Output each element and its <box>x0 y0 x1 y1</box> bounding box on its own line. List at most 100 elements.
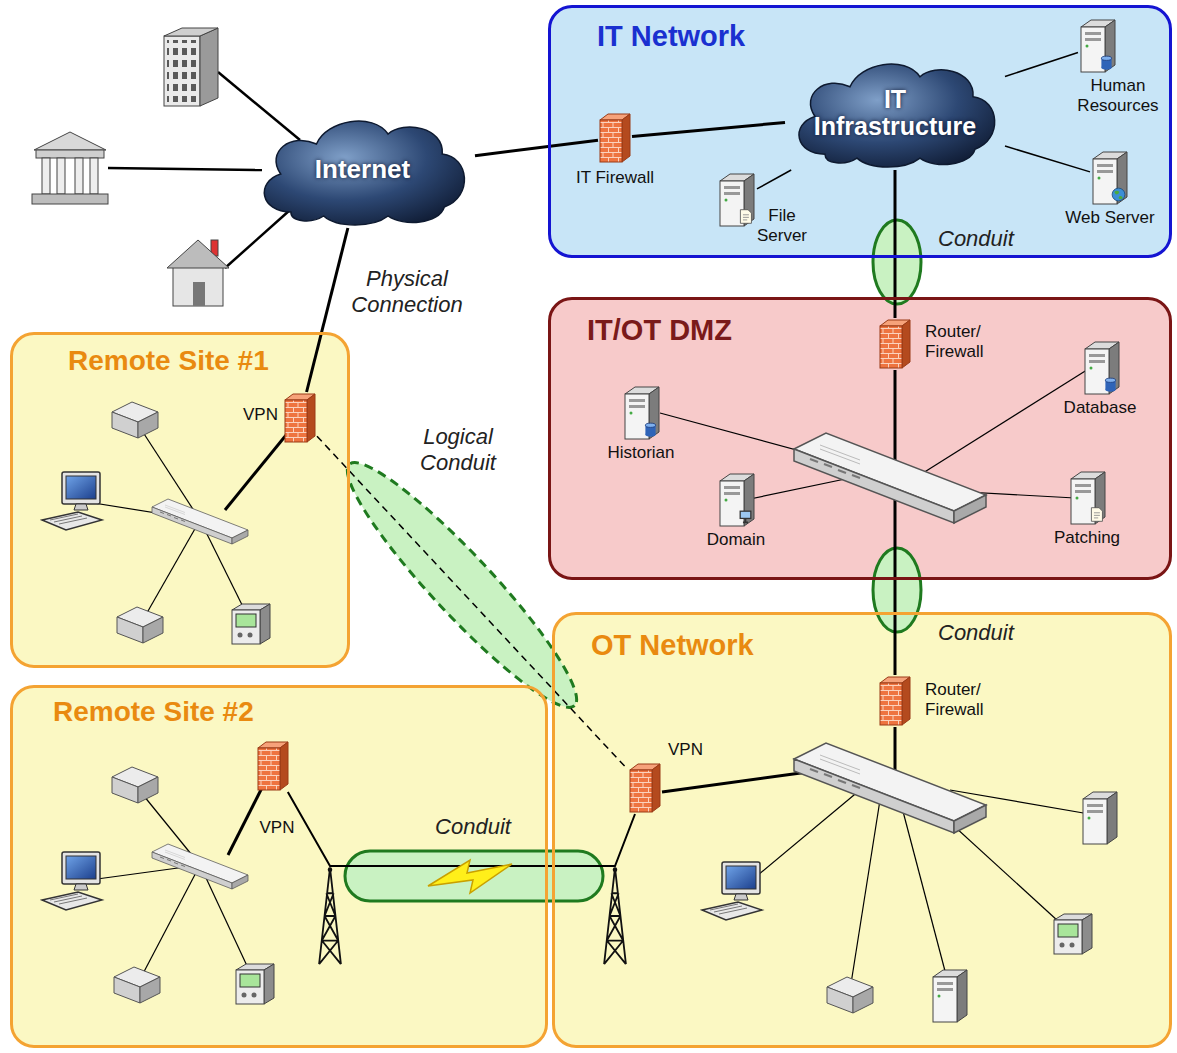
device-label: VPN <box>257 818 297 838</box>
text-holder: VPN <box>668 740 718 760</box>
text-holder: Physical Connection <box>347 266 467 319</box>
server-body <box>1071 472 1105 524</box>
firewall-icon: Router/ Firewall <box>878 318 912 370</box>
ot-device-links <box>740 790 1095 990</box>
meter-device <box>1054 914 1092 954</box>
icon-art <box>1082 340 1122 396</box>
firewall-bricks <box>600 114 630 162</box>
region-fill <box>554 614 1171 1047</box>
site1-device-links <box>75 420 251 625</box>
bank-building <box>32 132 108 204</box>
text-holder: IT Network <box>597 20 745 53</box>
icon-art <box>628 762 662 814</box>
house-building <box>167 240 229 306</box>
zone-region: Remote Site #2 VPN <box>10 685 548 1048</box>
firewall-icon: Router/ Firewall <box>878 675 912 727</box>
text-holder: Domain <box>686 530 786 550</box>
connection-note: Conduit <box>428 814 518 840</box>
network-switch <box>152 499 248 544</box>
server-icon: Domain <box>717 472 757 528</box>
cloud-outline <box>799 64 995 167</box>
conduit-oval <box>345 851 603 901</box>
server-emblem <box>1091 508 1102 522</box>
zone-region: IT/OT DMZ Router/ FirewallDatabaseHistori… <box>548 297 1172 580</box>
connection-note: Physical Connection <box>347 266 467 319</box>
server-icon: Web Server <box>1090 150 1130 206</box>
region-fill <box>550 299 1171 579</box>
firewall-bricks <box>630 764 660 812</box>
office-building <box>164 28 218 106</box>
network-link <box>307 228 348 392</box>
server-tower <box>1083 792 1117 844</box>
text-holder: Human Resources <box>1070 76 1166 117</box>
server-emblem <box>1112 188 1125 201</box>
text-holder: Router/ Firewall <box>925 680 1000 721</box>
server-icon: Patching <box>1068 470 1108 526</box>
device-label: Patching <box>1037 528 1137 548</box>
zone-title: OT Network <box>591 629 754 662</box>
cloud-outline <box>264 121 464 225</box>
icon-art <box>1068 470 1108 526</box>
network-link <box>1005 146 1090 172</box>
network-link <box>1005 53 1078 77</box>
logical-conduit-oval <box>328 444 597 726</box>
meter-device <box>232 604 270 644</box>
region-fills <box>12 7 1171 1047</box>
device-label: Historian <box>591 443 691 463</box>
server-emblem <box>740 511 752 523</box>
text-holder: Conduit <box>938 620 1028 646</box>
workstation <box>42 852 102 910</box>
region-fill <box>12 687 547 1047</box>
server-body <box>720 174 754 226</box>
zone-title: IT/OT DMZ <box>587 314 732 347</box>
device-label: VPN <box>668 740 718 760</box>
link-line <box>225 210 290 268</box>
device-label: Database <box>1050 398 1150 418</box>
link-line <box>662 772 808 792</box>
network-link <box>475 140 598 156</box>
network-link <box>757 170 791 189</box>
server-tower <box>933 970 967 1022</box>
connection-note: Conduit <box>938 620 1028 646</box>
server-emblem <box>645 423 655 437</box>
field-device <box>827 977 873 1013</box>
firewall-icon: VPN <box>628 762 662 814</box>
connection-note: Logical Conduit <box>403 424 513 477</box>
icon-art <box>717 172 757 228</box>
server-icon: File Server <box>717 172 757 228</box>
network-link <box>317 436 628 770</box>
text-holder: Database <box>1050 398 1150 418</box>
text-holder: OT Network <box>591 629 754 662</box>
connection-note: Conduit <box>938 226 1028 252</box>
text-holder: File Server <box>752 206 812 247</box>
icon-art <box>1078 18 1118 74</box>
link-line <box>850 800 880 990</box>
text-holder: Patching <box>1037 528 1137 548</box>
server-body <box>1093 152 1127 204</box>
link-line <box>745 478 850 500</box>
link-line <box>140 520 200 625</box>
zone-region: Remote Site #1VPN <box>10 332 350 668</box>
conduit-oval <box>873 548 921 632</box>
field-device <box>117 607 163 643</box>
server-body <box>625 387 659 439</box>
firewall-bricks <box>258 742 288 790</box>
icon-art <box>717 472 757 528</box>
zone-region: OT NetworkRouter/ FirewallVPN <box>552 612 1172 1048</box>
cloud-label: IT Infrastructure <box>808 86 983 139</box>
conduit-oval <box>873 220 921 304</box>
site2-device-links <box>75 785 255 985</box>
device-label: Router/ Firewall <box>925 322 1000 363</box>
firewall-icon: IT Firewall <box>598 112 632 164</box>
device-label: Domain <box>686 530 786 550</box>
region-fill <box>12 334 349 667</box>
zone-title: Remote Site #2 <box>53 696 254 728</box>
icon-art <box>283 392 317 444</box>
link-line <box>218 72 300 140</box>
text-holder: Logical Conduit <box>403 424 513 477</box>
network-link <box>632 123 785 137</box>
